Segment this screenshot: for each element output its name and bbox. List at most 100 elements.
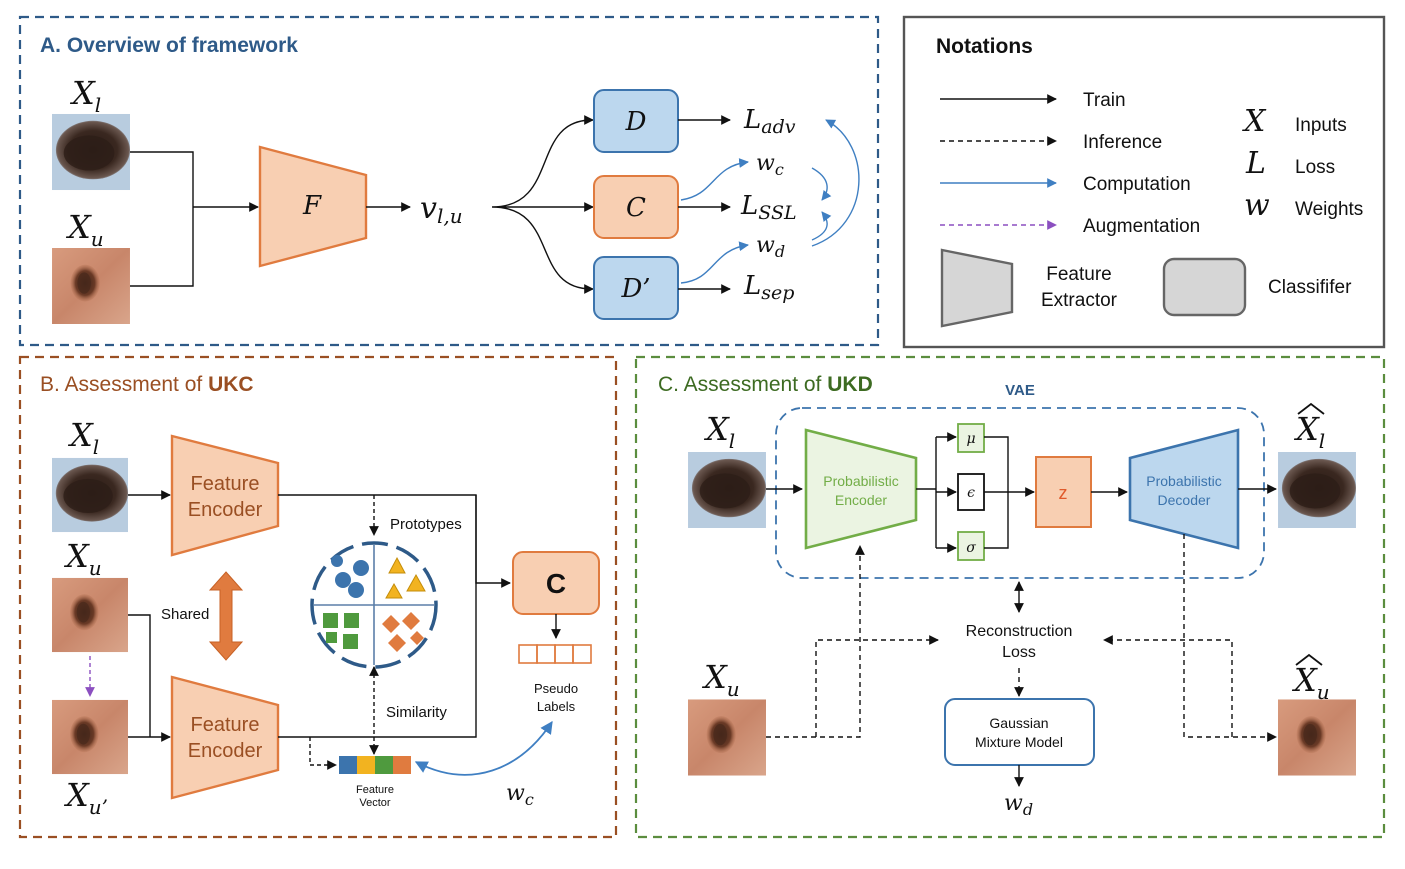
panel-b-feature-vector	[339, 756, 411, 774]
panel-a-d-label: D	[625, 107, 647, 137]
panel-c-decoder-to-xhat-u	[1183, 534, 1277, 742]
panel-b-wc-arrow	[414, 720, 553, 776]
notations-frame	[902, 15, 1386, 349]
augmentation-label: Augmentation	[1083, 216, 1200, 237]
svg-text:Xl: Xl	[1293, 410, 1325, 453]
panel-a-wd: wd	[756, 233, 785, 261]
panel-a-wc: wc	[756, 151, 784, 179]
panel-c-mu-box	[957, 423, 985, 453]
notation-w-label: Weights	[1295, 199, 1363, 220]
panel-b-xu-to-encoder	[128, 614, 170, 737]
panel-a-dprime-box	[593, 256, 679, 320]
panel-b-bottom-encoder	[170, 675, 280, 800]
panel-c-wd-label: wd	[1004, 791, 1033, 819]
panel-b-similarity-label: Similarity	[386, 704, 447, 721]
panel-c-sigma-box	[957, 531, 985, 561]
inference-label: Inference	[1083, 132, 1162, 153]
panel-a-c-label: C	[626, 193, 646, 223]
panel-b-pseudo-labels-bar	[518, 644, 592, 664]
panel-b-shared-arrow	[208, 571, 244, 661]
panel-a-lssl: LSSL	[740, 191, 797, 224]
notations-title: Notations	[936, 35, 1033, 58]
panel-c-xu-to-recon	[815, 635, 939, 737]
panel-a-labeled-image	[52, 113, 130, 191]
notation-w-symbol: w	[1244, 188, 1270, 223]
panel-b-prototypes-label: Prototypes	[390, 516, 462, 533]
panel-c-decoder	[1128, 428, 1240, 550]
panel-c-xu-label: Xu	[701, 658, 740, 701]
panel-b-labeled-image	[52, 457, 128, 533]
panel-b-title: B. Assessment of UKC	[40, 373, 254, 396]
panel-c-xhat-l-label: Xl	[1293, 402, 1325, 453]
panel-a-feature-label: vl,u	[420, 191, 463, 228]
panel-a-c-to-wc-arrow	[680, 158, 749, 201]
panel-c-vae-label: VAE	[1005, 382, 1035, 399]
panel-c-z-label: z	[1059, 483, 1068, 503]
feature-extractor-shape-icon	[940, 248, 1014, 328]
panel-a-frame	[18, 15, 880, 347]
panel-b-xl-label: Xl	[67, 416, 99, 459]
classifier-shape-icon	[1162, 257, 1247, 317]
notation-x-symbol: X	[1242, 104, 1267, 139]
panel-c-encoder-to-latent	[916, 437, 937, 548]
panel-c-reconstructed-labeled-image	[1278, 452, 1356, 528]
panel-b-xuprime-label: Xu’	[63, 776, 108, 819]
panel-c-z-box	[1035, 456, 1092, 528]
panel-a-dprime-label: D’	[620, 274, 650, 304]
panel-b-bottom-to-vector	[309, 737, 337, 770]
notation-l-label: Loss	[1295, 157, 1335, 178]
panel-c-eps-label: ϵ	[967, 485, 975, 501]
panel-a-xl-label: Xl	[69, 74, 101, 117]
panel-c-encoder	[804, 428, 918, 550]
panel-c-xl-label: Xl	[703, 410, 735, 453]
panel-a-wd-to-lssl-arrow	[811, 211, 832, 241]
panel-a-lsep: Lsep	[743, 271, 794, 304]
panel-b-top-encoder	[170, 434, 280, 557]
computation-label: Computation	[1083, 174, 1191, 195]
panel-c-unlabeled-image	[688, 699, 766, 776]
panel-a-d-box	[593, 89, 679, 153]
panel-c-sigma-label: σ	[966, 540, 976, 556]
panel-a-unlabeled-image	[52, 248, 130, 324]
panel-c-xhat-u-label: Xu	[1291, 653, 1330, 704]
panel-a-xu-label: Xu	[65, 208, 104, 251]
panel-b-classifier-label: C	[546, 568, 566, 599]
panel-a-feature-extractor	[258, 145, 368, 268]
panel-c-xu-to-encoder	[766, 545, 865, 738]
panel-c-vae-frame	[775, 407, 1265, 579]
notation-x-label: Inputs	[1295, 115, 1347, 136]
panel-c-latent-to-z	[984, 436, 1009, 549]
panel-a-dprime-to-wd-arrow	[680, 241, 749, 284]
panel-b-augmented-image	[52, 699, 128, 775]
panel-b-xu-label: Xu	[63, 537, 102, 580]
notation-l-symbol: L	[1245, 146, 1266, 181]
panel-c-mu-label: μ	[966, 431, 975, 447]
panel-c-gmm-box	[944, 698, 1095, 766]
panel-b-wc-label: wc	[506, 781, 534, 809]
panel-a-wc-to-lssl-arrow	[811, 167, 832, 201]
svg-text:Xu: Xu	[1291, 661, 1330, 704]
panel-a-ladv: Ladv	[743, 105, 796, 138]
classifier-label: Classififer	[1268, 277, 1352, 298]
panel-a-branch-arrows	[491, 119, 593, 290]
panel-a-wd-to-ladv-arrow	[811, 119, 860, 247]
panel-c-title: C. Assessment of UKD	[658, 373, 873, 396]
panel-a-merge-lines	[130, 151, 258, 287]
panel-b-prototype-cluster	[310, 541, 438, 669]
panel-b-frame	[18, 355, 618, 839]
panel-c-xhat-to-recon	[1103, 635, 1233, 737]
panel-b-unlabeled-image	[52, 577, 128, 653]
panel-a-f-label: F	[302, 191, 322, 221]
panel-c-reconstructed-unlabeled-image	[1278, 699, 1356, 776]
panel-a-title: A. Overview of framework	[40, 34, 298, 57]
panel-b-shared-label: Shared	[161, 606, 209, 623]
